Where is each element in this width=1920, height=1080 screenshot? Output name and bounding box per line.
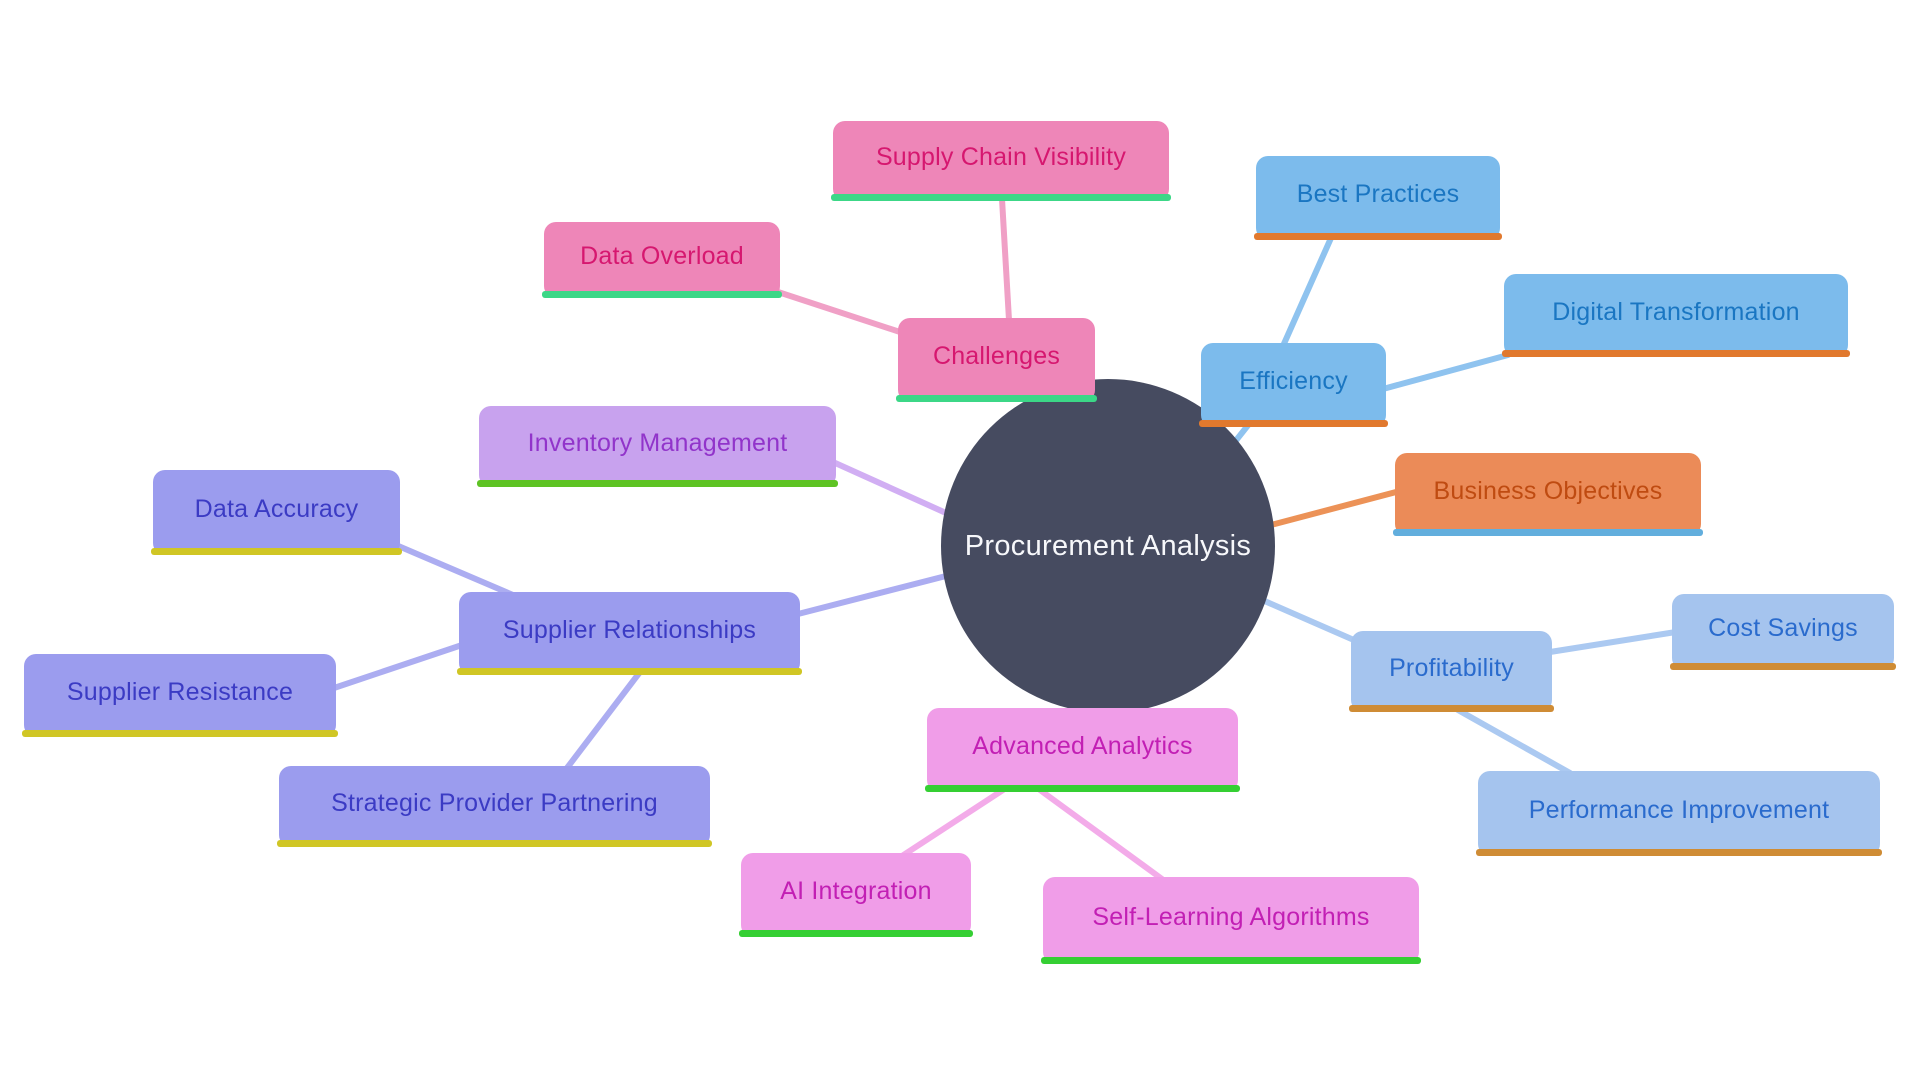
node-business-objectives[interactable]: Business Objectives <box>1393 453 1703 536</box>
node-label: Supplier Resistance <box>66 677 294 706</box>
node-inventory-management[interactable]: Inventory Management <box>477 406 838 487</box>
node-performance-improvement[interactable]: Performance Improvement <box>1476 771 1882 856</box>
node-underline <box>925 785 1240 792</box>
node-label: Strategic Provider Partnering <box>331 788 658 817</box>
node-underline <box>1199 420 1388 427</box>
node-data-accuracy[interactable]: Data Accuracy <box>151 470 402 555</box>
node-underline <box>1349 705 1554 712</box>
node-underline <box>1476 849 1882 856</box>
edge-advanced-analytics-self-learning-algorithms <box>1037 787 1165 882</box>
edge-data-overload-challenges <box>769 287 906 336</box>
node-label: Inventory Management <box>527 428 788 457</box>
node-advanced-analytics[interactable]: Advanced Analytics <box>925 708 1240 792</box>
edge-business-objectives-center <box>1268 488 1403 528</box>
node-label: Self-Learning Algorithms <box>1092 902 1370 931</box>
edge-supplier-relationships-center <box>795 573 949 617</box>
node-label: Cost Savings <box>1708 614 1858 642</box>
node-label: Challenges <box>932 342 1061 370</box>
node-underline <box>457 668 802 675</box>
node-underline <box>831 194 1171 201</box>
node-strategic-provider-partnering[interactable]: Strategic Provider Partnering <box>277 766 712 847</box>
center-node-label: Procurement Analysis <box>964 529 1252 562</box>
edge-best-practices-efficiency <box>1280 235 1334 349</box>
node-underline <box>542 291 782 298</box>
node-underline <box>277 840 712 847</box>
node-supply-chain-visibility[interactable]: Supply Chain Visibility <box>831 121 1171 201</box>
node-efficiency[interactable]: Efficiency <box>1199 343 1388 427</box>
node-cost-savings[interactable]: Cost Savings <box>1670 594 1896 670</box>
node-label: Performance Improvement <box>1528 795 1830 824</box>
node-label: Data Overload <box>580 242 744 270</box>
edge-advanced-analytics-ai-integration <box>899 787 1006 859</box>
node-challenges[interactable]: Challenges <box>896 318 1097 402</box>
center-node-procurement-analysis[interactable]: Procurement Analysis <box>941 379 1275 713</box>
edge-data-accuracy-supplier-relationships <box>393 542 523 601</box>
node-label: AI Integration <box>780 877 932 905</box>
edge-supplier-resistance-supplier-relationships <box>331 642 465 691</box>
node-ai-integration[interactable]: AI Integration <box>739 853 973 937</box>
node-underline <box>739 930 973 937</box>
node-underline <box>477 480 838 487</box>
node-underline <box>896 395 1097 402</box>
node-label: Best Practices <box>1296 180 1460 208</box>
node-supplier-resistance[interactable]: Supplier Resistance <box>22 654 338 737</box>
node-best-practices[interactable]: Best Practices <box>1254 156 1502 240</box>
node-profitability[interactable]: Profitability <box>1349 631 1554 712</box>
node-underline <box>1254 233 1502 240</box>
edge-profitability-center <box>1257 596 1366 647</box>
node-underline <box>1041 957 1421 964</box>
node-label: Data Accuracy <box>194 494 359 523</box>
edge-digital-transformation-efficiency <box>1380 352 1511 392</box>
edge-profitability-performance-improvement <box>1455 707 1573 776</box>
node-label: Business Objectives <box>1433 476 1663 505</box>
node-data-overload[interactable]: Data Overload <box>542 222 782 298</box>
node-underline <box>151 548 402 555</box>
node-underline <box>1393 529 1703 536</box>
node-label: Supplier Relationships <box>502 615 757 644</box>
node-label: Digital Transformation <box>1552 297 1800 326</box>
node-label: Advanced Analytics <box>972 732 1193 760</box>
edge-supplier-relationships-strategic-provider-partnering <box>564 669 643 771</box>
node-label: Efficiency <box>1239 367 1348 395</box>
node-supplier-relationships[interactable]: Supplier Relationships <box>457 592 802 675</box>
node-self-learning-algorithms[interactable]: Self-Learning Algorithms <box>1041 877 1421 964</box>
node-label: Profitability <box>1389 653 1514 682</box>
node-underline <box>22 730 338 737</box>
node-underline <box>1502 350 1850 357</box>
node-underline <box>1670 663 1896 670</box>
edge-supply-chain-visibility-challenges <box>999 196 1012 323</box>
node-label: Supply Chain Visibility <box>875 143 1127 171</box>
edge-inventory-management-center <box>830 459 949 516</box>
node-digital-transformation[interactable]: Digital Transformation <box>1502 274 1850 357</box>
edge-profitability-cost-savings <box>1547 629 1679 655</box>
